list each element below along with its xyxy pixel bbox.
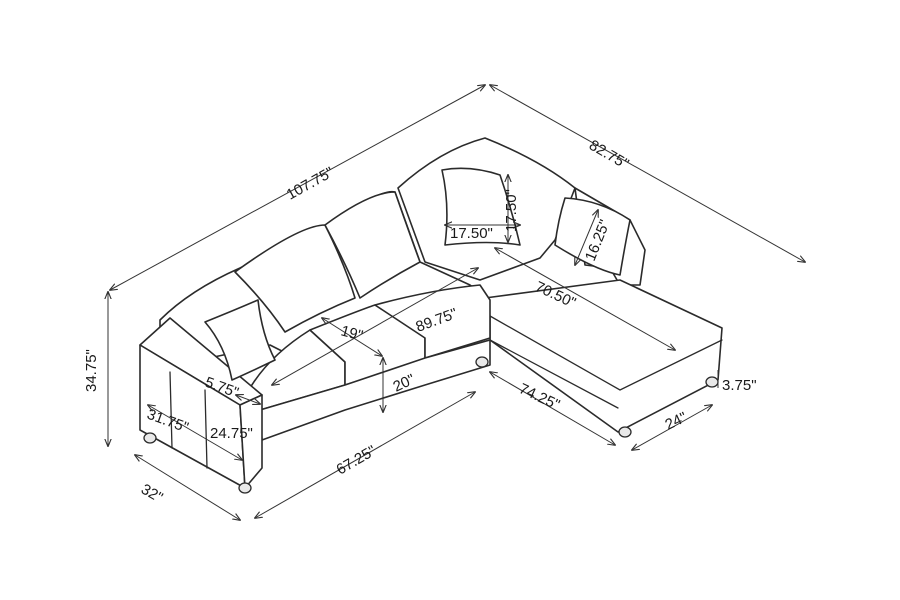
label-chaise-side-length: 82.75"	[586, 137, 632, 173]
leg-front-left	[143, 432, 157, 444]
dimline-chaise-front	[490, 372, 615, 445]
leg-chaise-back	[705, 376, 719, 388]
dimline-pillow-small	[575, 210, 598, 265]
label-seat-depth: 19"	[339, 322, 365, 344]
label-pillow-large-width: 17.50"	[450, 225, 493, 242]
dimline-seat-depth	[322, 318, 382, 356]
dimension-lines	[108, 85, 805, 520]
label-arm-height: 24.75"	[210, 425, 253, 442]
label-overall-length: 107.75"	[284, 164, 337, 204]
dimline-overall-length	[110, 85, 485, 290]
dimline-chaise-length	[495, 248, 675, 350]
label-sofa-depth: 32"	[138, 481, 166, 507]
dimline-arm-length	[148, 405, 242, 460]
label-chaise-width: 24"	[663, 409, 690, 434]
label-height: 34.75"	[83, 349, 100, 392]
dimline-arm-width	[236, 395, 260, 404]
leg-front-right	[475, 356, 489, 368]
dimline-sofa-depth	[135, 455, 240, 520]
dimline-chaise-side	[490, 85, 805, 262]
label-pillow-large-height: 17.50"	[503, 189, 520, 232]
dimline-front-width	[255, 392, 475, 518]
label-front-width: 67.25"	[334, 442, 380, 478]
dimline-chaise-width	[632, 405, 712, 450]
leg-chaise-front	[618, 426, 632, 438]
leg-front-middle	[238, 482, 252, 494]
label-leg-height: 3.75"	[722, 377, 757, 394]
